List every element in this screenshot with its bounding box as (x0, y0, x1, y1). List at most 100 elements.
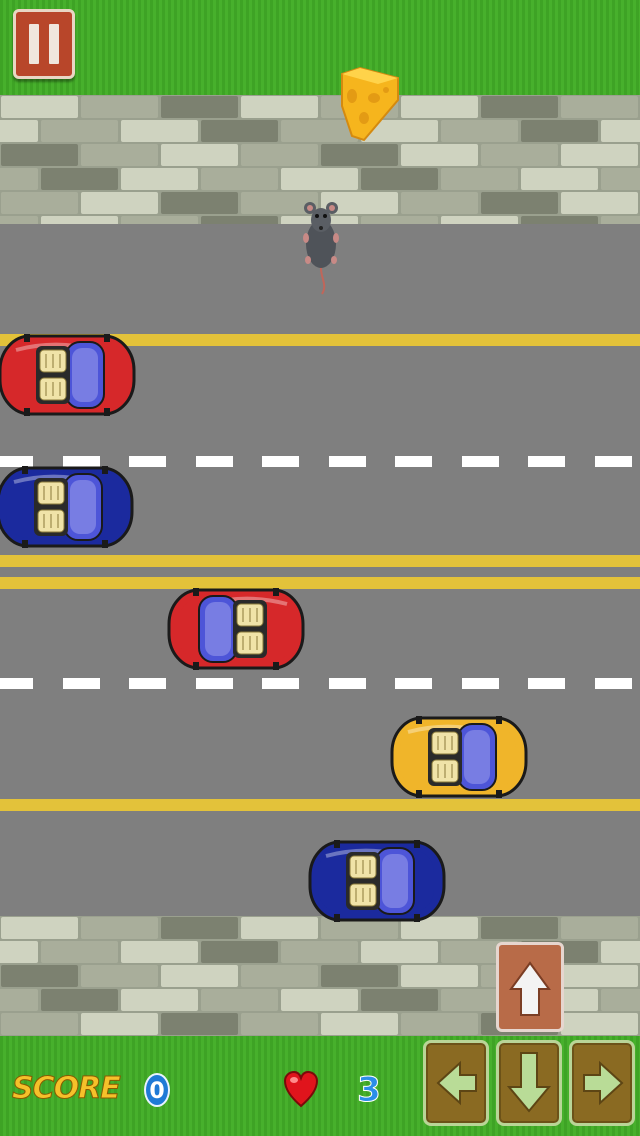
cheese-goal (341, 66, 399, 142)
lane-dashes (0, 456, 640, 468)
car-red (165, 584, 307, 674)
brick (521, 120, 598, 142)
brick (401, 96, 478, 118)
brick (81, 917, 158, 939)
arrow-right-icon (583, 1060, 624, 1106)
brick (481, 192, 558, 214)
brick (601, 120, 640, 142)
brick (361, 941, 438, 963)
car-yellow (388, 712, 530, 802)
lane-line-yellow (0, 577, 640, 589)
lane-dash (462, 678, 499, 689)
brick (321, 192, 398, 214)
brick (241, 1013, 318, 1035)
move-right-button[interactable] (569, 1040, 635, 1126)
brick (401, 965, 478, 987)
brick (81, 192, 158, 214)
brick-row (0, 96, 640, 120)
grass-top (0, 0, 640, 95)
brick (0, 168, 38, 190)
lives-value: 3 (357, 1070, 382, 1111)
brick-row (0, 192, 640, 216)
brick (401, 192, 478, 214)
pause-icon (29, 24, 39, 64)
brick-wall-bottom (0, 916, 640, 1036)
brick (321, 917, 398, 939)
brick (1, 917, 78, 939)
brick-row (0, 965, 640, 989)
brick (481, 144, 558, 166)
lane-dash (0, 456, 33, 467)
lane-line-yellow (0, 799, 640, 811)
arrow-up-icon (509, 961, 551, 1016)
brick (0, 120, 38, 142)
brick (521, 216, 598, 224)
brick (81, 144, 158, 166)
brick (161, 917, 238, 939)
move-up-button[interactable] (496, 942, 564, 1032)
brick (121, 941, 198, 963)
road (0, 224, 640, 918)
lane-dash (63, 456, 100, 467)
brick (0, 989, 38, 1011)
lane-dash (196, 456, 233, 467)
brick (561, 917, 638, 939)
brick (161, 144, 238, 166)
brick (561, 1013, 638, 1035)
brick (601, 989, 640, 1011)
brick (41, 989, 118, 1011)
brick (81, 96, 158, 118)
brick (161, 965, 238, 987)
brick (241, 144, 318, 166)
brick (161, 192, 238, 214)
brick (401, 917, 478, 939)
brick (601, 941, 640, 963)
brick (241, 917, 318, 939)
pause-icon (49, 24, 59, 64)
brick (281, 120, 358, 142)
car-red (0, 330, 138, 420)
brick (321, 965, 398, 987)
brick (1, 1013, 78, 1035)
move-left-button[interactable] (423, 1040, 489, 1126)
lane-dash (196, 678, 233, 689)
lane-dash (395, 456, 432, 467)
brick (161, 1013, 238, 1035)
pause-button[interactable] (13, 9, 75, 79)
brick (241, 96, 318, 118)
brick-row (0, 168, 640, 192)
brick (1, 144, 78, 166)
brick (41, 941, 118, 963)
move-down-button[interactable] (496, 1040, 562, 1126)
brick (601, 168, 640, 190)
heart-icon (283, 1070, 319, 1108)
lane-dash (0, 678, 33, 689)
brick (441, 120, 518, 142)
brick (561, 144, 638, 166)
brick (561, 192, 638, 214)
lane-line-yellow (0, 555, 640, 567)
lane-dash (329, 456, 366, 467)
arrow-left-icon (436, 1060, 477, 1106)
brick (361, 120, 438, 142)
brick (361, 989, 438, 1011)
brick (161, 96, 238, 118)
brick (361, 216, 438, 224)
brick (281, 168, 358, 190)
brick (41, 216, 118, 224)
brick (81, 965, 158, 987)
brick (241, 965, 318, 987)
brick (441, 216, 518, 224)
lane-dashes (0, 678, 640, 690)
brick (401, 1013, 478, 1035)
lane-dash (262, 678, 299, 689)
brick (481, 96, 558, 118)
brick-row (0, 144, 640, 168)
brick (561, 96, 638, 118)
score-label: SCORE (12, 1071, 122, 1107)
brick (201, 120, 278, 142)
brick (201, 168, 278, 190)
brick (561, 965, 638, 987)
brick (281, 989, 358, 1011)
lane-dash (528, 678, 565, 689)
